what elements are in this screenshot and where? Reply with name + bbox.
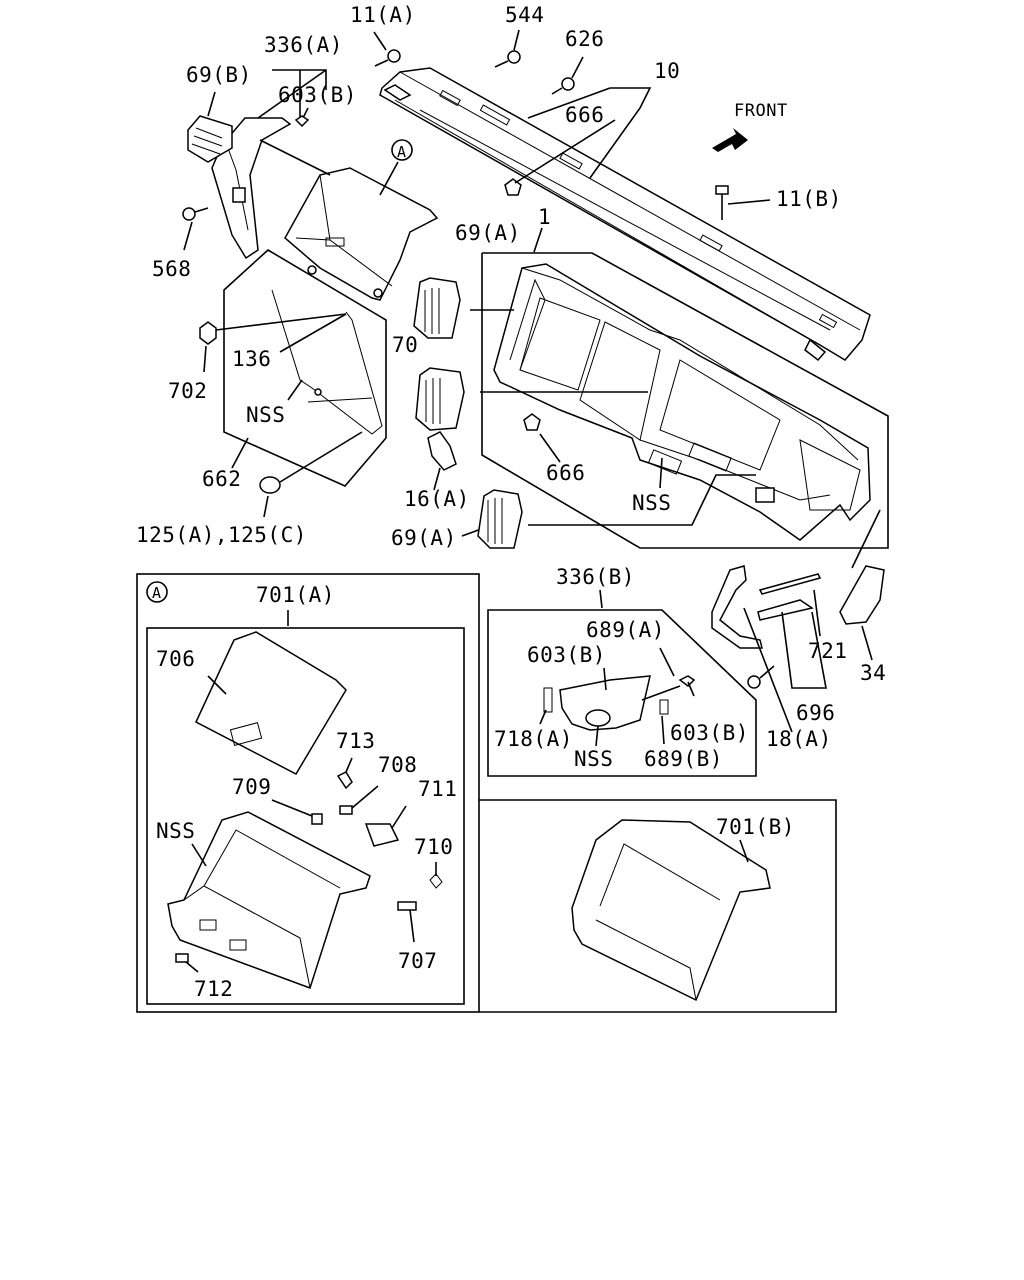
label-136: 136 [232,347,271,371]
label-69a-top: 69(A) [455,221,521,245]
label-front: FRONT [734,101,788,121]
knob-125-icon [259,431,363,494]
label-662: 662 [202,467,241,491]
trim-721-icon [757,573,822,637]
label-nss-mid: NSS [632,491,671,515]
clip-666-top-icon [504,178,522,196]
label-707: 707 [398,949,437,973]
label-626: 626 [565,27,604,51]
label-701b: 701(B) [716,815,795,839]
clip-603b-top-icon [294,115,310,128]
label-69a-bot: 69(A) [391,526,457,550]
label-336b: 336(B) [556,565,635,589]
bracket-16a-icon [427,431,457,471]
screw-18a-icon [743,607,793,733]
label-718a: 718(A) [494,727,573,751]
leader-lines-main [433,227,756,537]
left-side-cover [211,117,292,260]
vent-69a-bottom-icon [477,489,523,549]
vent-70-icon [415,367,465,431]
label-125: 125(A),125(C) [136,523,307,547]
label-circle-a-top: A [397,143,407,161]
glovebox-housing-top [284,167,439,301]
upper-dash-panel [379,67,871,362]
label-689a: 689(A) [586,618,665,642]
label-nss-box: NSS [156,819,195,843]
callout-labels: 11(A) 544 626 336(A) 10 69(B) 603(B) 666… [136,3,886,1001]
label-568: 568 [152,257,191,281]
label-1: 1 [538,205,551,229]
label-18a: 18(A) [766,727,832,751]
label-70: 70 [392,333,418,357]
box-a-outer [136,573,837,1013]
label-666-top: 666 [565,103,604,127]
glovebox-bin-nss [167,811,371,989]
small-parts-box-a [175,757,443,973]
label-11b: 11(B) [776,187,842,211]
glovebox-701b [571,819,771,1002]
knee-bolster-inset [539,647,696,747]
label-706: 706 [156,647,195,671]
screw-11a-icon [374,49,401,67]
label-689b: 689(B) [644,747,723,771]
label-circle-a-box: A [152,584,162,602]
glovebox-door-662 [223,249,387,487]
screw-568-icon [182,207,209,221]
label-721: 721 [808,639,847,663]
label-713: 713 [336,729,375,753]
label-709: 709 [232,775,271,799]
label-16a: 16(A) [404,487,470,511]
label-nss-left: NSS [246,403,285,427]
label-603b-right: 603(B) [670,721,749,745]
label-712: 712 [194,977,233,1001]
inset-336b-box [487,589,757,777]
label-702: 702 [168,379,207,403]
label-701a: 701(A) [256,583,335,607]
label-10: 10 [654,59,680,83]
label-603b-top: 603(B) [278,83,357,107]
label-336a: 336(A) [264,33,343,57]
label-696: 696 [796,701,835,725]
label-708: 708 [378,753,417,777]
circle-a-box-icon [146,581,168,603]
clip-666-mid-icon [523,413,541,431]
bolt-11b-icon [715,185,729,220]
screw-626-icon [551,77,575,95]
vent-69a-top-icon [413,277,461,339]
screw-544-icon [494,50,521,68]
label-544: 544 [505,3,544,27]
side-cover-34 [839,509,885,661]
leader-lines-top [183,29,771,251]
leader-lines-left [203,313,347,518]
bracket-696 [711,565,827,689]
circle-a-top-icon [379,139,413,196]
label-710: 710 [414,835,453,859]
label-603b-mid: 603(B) [527,643,606,667]
instrument-panel-1 [493,263,871,541]
front-arrow-icon [712,128,748,152]
label-666-mid: 666 [546,461,585,485]
label-69b: 69(B) [186,63,252,87]
label-34: 34 [860,661,886,685]
glovebox-lid-706 [195,631,347,775]
label-711: 711 [418,777,457,801]
label-11a: 11(A) [350,3,416,27]
vent-69b-icon [187,115,233,163]
main-panel-box [481,252,889,549]
clip-702-icon [199,313,347,345]
label-nss-inset: NSS [574,747,613,771]
